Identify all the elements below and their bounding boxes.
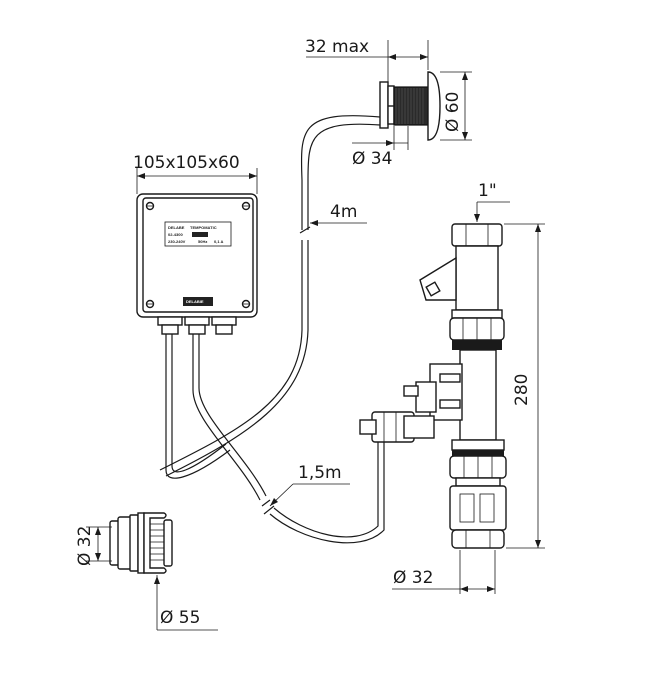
cable-4m: 4m [159, 115, 381, 477]
box-label-model: TEMPOMATIC [190, 225, 217, 230]
dimension-inlet-thread: 1" [474, 181, 510, 222]
connector-outer-label: Ø 55 [160, 608, 200, 628]
cable-long-label: 4m [330, 202, 357, 222]
box-size-label: 105x105x60 [133, 153, 240, 173]
box-cables: 1,5m [165, 334, 385, 544]
connector-fitting [109, 512, 173, 574]
control-box: DELABE TEMPOMATIC 02-4300 230-240V 50Hz … [136, 193, 258, 335]
box-label-frequency: 50Hz [198, 239, 207, 244]
box-logo: DELABIE [186, 299, 204, 304]
dimension-connector-inner: Ø 32 [75, 526, 112, 566]
inlet-thread-label: 1" [478, 181, 497, 201]
push-button [379, 71, 441, 141]
connector-inner-label: Ø 32 [75, 526, 95, 566]
dimension-box-size: 105x105x60 [133, 153, 258, 194]
dimension-32-max: 32 max [305, 37, 429, 82]
box-label-brand: DELABE [168, 225, 185, 230]
dimension-diameter-60: Ø 60 [440, 71, 472, 141]
pushbutton-diameter-label: Ø 60 [443, 92, 463, 132]
box-label-current: 0,1 A [214, 239, 224, 244]
cable-short-label: 1,5m [298, 463, 342, 483]
dimension-connector-outer: Ø 55 [154, 575, 218, 631]
dimension-280: 280 [504, 223, 545, 549]
dimension-outlet-diameter: Ø 32 [392, 550, 496, 594]
dimension-diameter-34: Ø 34 [352, 126, 409, 169]
box-label-ref: 02-4300 [168, 232, 183, 237]
pushbutton-depth-label: 32 max [305, 37, 369, 57]
outlet-diameter-label: Ø 32 [393, 568, 433, 588]
valve-assembly [359, 223, 507, 549]
box-label-voltage: 230-240V [168, 239, 186, 244]
pushbutton-body-label: Ø 34 [352, 149, 392, 169]
valve-height-label: 280 [512, 374, 532, 406]
